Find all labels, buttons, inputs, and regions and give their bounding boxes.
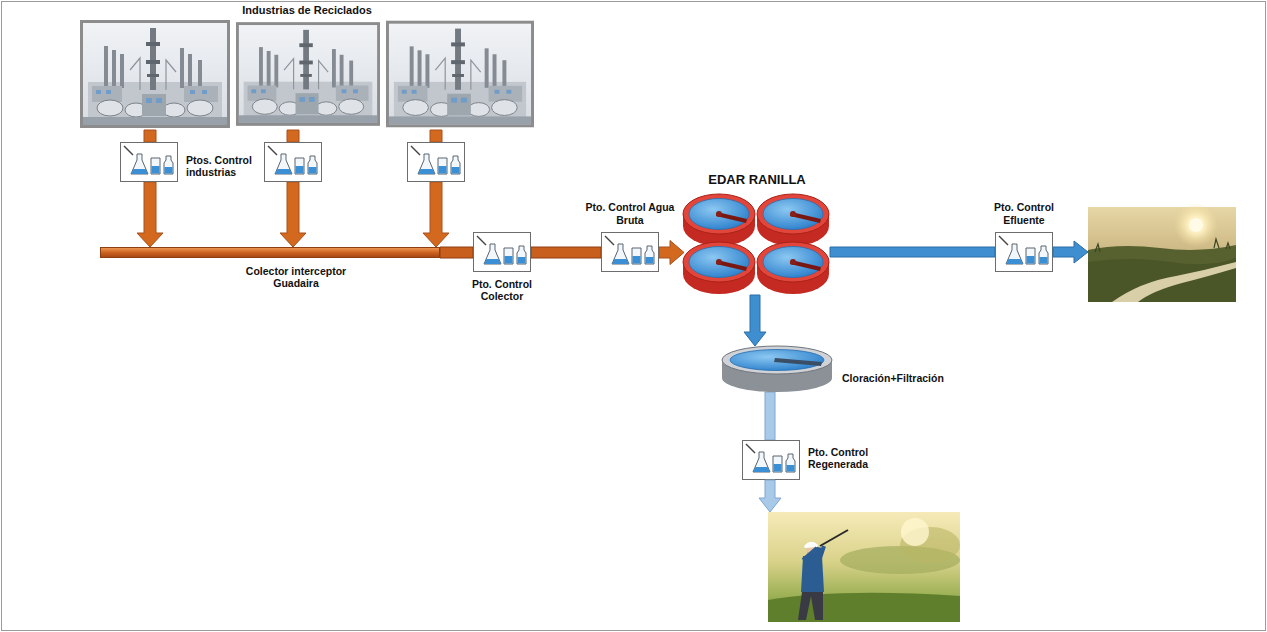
sampling-icon (743, 441, 800, 480)
sampling-icon (408, 143, 465, 182)
clarifier-tank (757, 194, 829, 246)
collector-pipe-run (531, 247, 601, 258)
golf-photo (768, 512, 960, 622)
sampling-icons (121, 143, 1053, 480)
clarifier-tank (757, 242, 829, 294)
chlorination-tank (722, 346, 832, 392)
river-photo (1088, 203, 1236, 302)
industry-discharge-arrow (280, 182, 306, 247)
node-label: Colector interceptor Guadaira (246, 265, 346, 289)
node-label: Pto. Control Colector (472, 278, 532, 302)
reuse-arrow (759, 480, 781, 512)
industry-discharge (287, 130, 299, 142)
industry-discharge-arrow (137, 182, 163, 247)
node-label: Pto. Control Agua Bruta (586, 201, 675, 225)
control-point: Pto. Control Colector (473, 232, 531, 272)
sampling-icon (474, 233, 531, 272)
collector-pipe: Colector interceptor Guadaira (100, 247, 440, 258)
collector-pipe-run (440, 247, 473, 258)
chlorination-filtration-tank: Cloración+Filtración (722, 346, 832, 392)
outflow-arrows (759, 241, 1088, 512)
label-slot: Pto. Control Colector (456, 278, 548, 303)
effluent-arrow (1053, 241, 1088, 263)
clarifier-tank (683, 242, 755, 294)
sampling-icon (996, 233, 1053, 272)
industry-discharge-arrow (423, 182, 449, 247)
industry-group: Industrias de Reciclados (78, 3, 536, 130)
factory-picture (237, 24, 378, 125)
node-label: Pto. Control Efluente (994, 201, 1054, 225)
label-slot: Cloración+Filtración (842, 372, 974, 384)
label-slot: Industrias de Reciclados (78, 4, 536, 17)
reclaimed-water-pipe (765, 392, 775, 440)
label-slot: Pto. Control Efluente (978, 201, 1070, 226)
industry-discharge (144, 130, 156, 142)
tertiary-feed-arrow (744, 295, 766, 346)
node-label: Ptos. Control industrias (186, 154, 252, 178)
sampling-icon (121, 143, 178, 182)
control-point-group: Ptos. Control industrias (120, 142, 465, 182)
control-point: Pto. Control Efluente (995, 232, 1053, 272)
label-slot: Colector interceptor Guadaira (235, 265, 357, 290)
node-label: Pto. Control Regenerada (808, 446, 868, 470)
effluent-pipe (830, 247, 995, 257)
label-slot: EDAR RANILLA (677, 172, 837, 187)
sampling-icon (602, 233, 659, 272)
factory-picture (82, 22, 229, 127)
raw-water-arrow (659, 241, 684, 265)
label-slot: Pto. Control Agua Bruta (584, 201, 676, 226)
control-point: Pto. Control Regenerada (742, 440, 800, 480)
sampling-icon (265, 143, 322, 182)
treatment-plant: EDAR RANILLA (684, 193, 830, 295)
factory-illustrations (82, 22, 533, 127)
factory-picture (387, 22, 532, 126)
node-label: Cloración+Filtración (842, 372, 944, 384)
control-point: Pto. Control Agua Bruta (601, 232, 659, 272)
node-label: EDAR RANILLA (708, 172, 806, 187)
node-label: Industrias de Reciclados (242, 4, 372, 16)
pipe-band (100, 247, 440, 258)
industry-discharge (430, 130, 442, 142)
clarifier-tank (683, 194, 755, 246)
treatment-tanks (683, 194, 829, 294)
label-slot: Pto. Control Regenerada (808, 446, 888, 471)
label-slot: Ptos. Control industrias (186, 154, 262, 179)
